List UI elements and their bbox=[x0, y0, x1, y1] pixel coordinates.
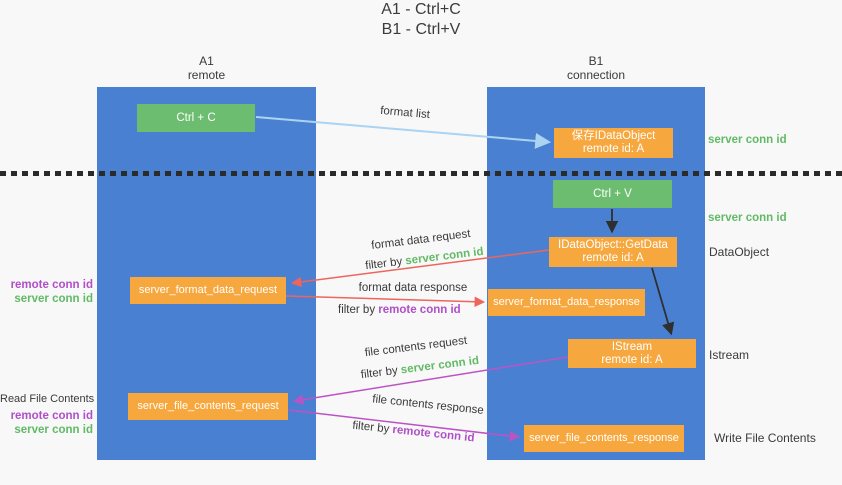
save-dataobject-line2: remote id: A bbox=[582, 143, 645, 155]
server-format-data-request-node: server_format_data_request bbox=[130, 277, 286, 304]
server-format-data-response-node: server_format_data_response bbox=[488, 289, 645, 316]
diagram-title: A1 - Ctrl+C B1 - Ctrl+V bbox=[0, 0, 842, 40]
istream-node: IStream remote id: A bbox=[568, 339, 696, 368]
server-format-data-response-label: server_format_data_response bbox=[493, 296, 640, 308]
read-file-contents-label: Read File Contents bbox=[0, 393, 95, 405]
server-file-contents-response-label: server_file_contents_response bbox=[529, 432, 679, 444]
conn-id-group-top: remote conn id server conn id bbox=[0, 278, 93, 306]
lane-b1-header: B1 connection bbox=[487, 54, 705, 82]
dataobject-label: DataObject bbox=[709, 245, 770, 259]
ctrl-v-node: Ctrl + V bbox=[553, 180, 672, 208]
server-conn-id-text: server conn id bbox=[400, 354, 480, 377]
getdata-line2: remote id: A bbox=[582, 252, 644, 264]
istream-line2: remote id: A bbox=[601, 353, 663, 366]
filter-by-server-conn-id-label-2: filter by server conn id bbox=[360, 355, 481, 383]
server-conn-id-left-bottom: server conn id bbox=[14, 424, 93, 436]
server-format-data-request-label: server_format_data_request bbox=[138, 284, 278, 296]
filter-by-remote-conn-id-label-2: filter by remote conn id bbox=[352, 420, 475, 446]
getdata-node: IDataObject::GetData remote id: A bbox=[549, 237, 677, 267]
server-conn-id-right-top: server conn id bbox=[708, 134, 787, 146]
server-conn-id-text: server conn id bbox=[404, 245, 485, 268]
save-dataobject-line1: 保存IDataObject bbox=[571, 130, 656, 142]
server-conn-id-left-top: server conn id bbox=[14, 293, 93, 305]
lane-b1-id: B1 bbox=[588, 54, 604, 68]
format-list-label: format list bbox=[379, 104, 431, 122]
remote-conn-id-left-top: remote conn id bbox=[10, 279, 93, 291]
remote-conn-id-text: remote conn id bbox=[391, 423, 476, 445]
server-conn-id-right-mid: server conn id bbox=[708, 212, 787, 224]
getdata-line1: IDataObject::GetData bbox=[558, 239, 668, 251]
istream-side-label: Istream bbox=[709, 348, 750, 362]
lane-a1-role: remote bbox=[187, 68, 226, 82]
filter-by-text: filter by bbox=[338, 304, 379, 316]
file-contents-response-label: file contents response bbox=[371, 393, 485, 417]
filter-by-remote-conn-id-label-1: filter by remote conn id bbox=[338, 304, 461, 317]
format-data-response-label: format data response bbox=[358, 282, 468, 294]
server-file-contents-request-label: server_file_contents_request bbox=[137, 400, 279, 412]
write-file-contents-label: Write File Contents bbox=[714, 431, 816, 445]
server-file-contents-response-node: server_file_contents_response bbox=[524, 425, 684, 452]
section-divider-dotted-line bbox=[0, 171, 842, 176]
conn-id-group-bottom: remote conn id server conn id bbox=[0, 409, 93, 437]
ctrl-c-label: Ctrl + C bbox=[176, 111, 216, 124]
title-line-b1: B1 - Ctrl+V bbox=[381, 21, 461, 38]
remote-conn-id-text: remote conn id bbox=[378, 304, 461, 316]
filter-by-text: filter by bbox=[351, 419, 394, 436]
istream-line1: IStream bbox=[611, 340, 653, 353]
ctrl-c-node: Ctrl + C bbox=[137, 104, 255, 132]
filter-by-text: filter by bbox=[364, 255, 407, 273]
remote-conn-id-left-bottom: remote conn id bbox=[10, 410, 93, 422]
file-contents-request-label: file contents request bbox=[364, 334, 468, 360]
read-file-contents-label-wrap: Read File Contents bbox=[0, 392, 95, 406]
server-file-contents-request-node: server_file_contents_request bbox=[128, 393, 288, 420]
title-line-a1: A1 - Ctrl+C bbox=[381, 1, 461, 18]
lane-a1-header: A1 remote bbox=[97, 54, 316, 82]
filter-by-text: filter by bbox=[360, 364, 402, 382]
lane-a1-id: A1 bbox=[199, 54, 214, 68]
lane-b1-role: connection bbox=[566, 68, 626, 82]
save-dataobject-node: 保存IDataObject remote id: A bbox=[554, 128, 673, 158]
ctrl-v-label: Ctrl + V bbox=[593, 187, 632, 200]
